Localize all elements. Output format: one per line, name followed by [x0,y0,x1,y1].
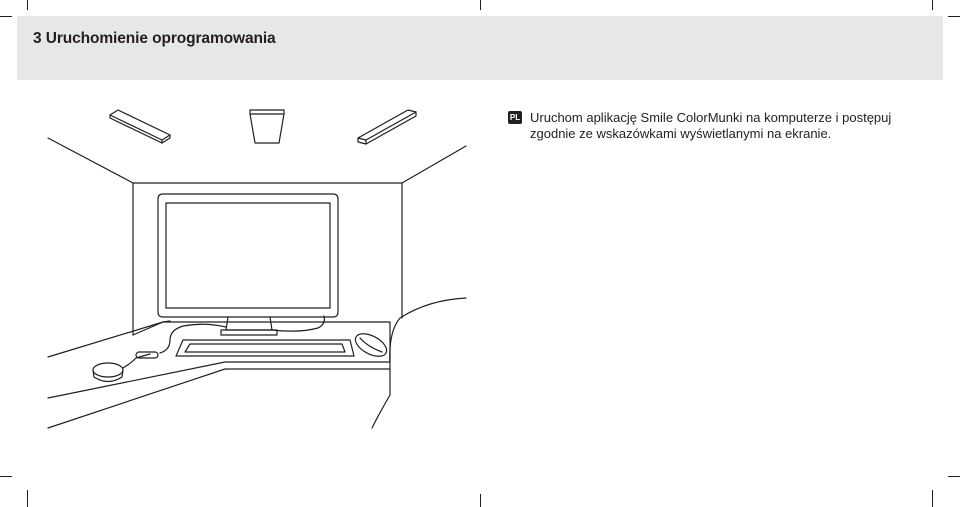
crop-mark [27,0,28,10]
ceiling-light-right [357,109,417,145]
ceiling-light-left [109,109,171,144]
room-walls [47,137,467,336]
section-header-bar [17,16,943,80]
crop-mark [0,16,12,17]
crop-mark [932,0,933,10]
monitor-cable [159,315,325,354]
crop-mark [0,476,12,477]
desk [47,320,391,429]
crop-mark [480,494,481,507]
section-title: 3 Uruchomienie oprogramowania [33,30,276,47]
crop-mark [932,490,933,507]
ceiling-light-center [249,109,285,144]
language-badge: PL [508,111,522,124]
crop-mark [948,476,960,477]
instruction-text: Uruchom aplikację Smile ColorMunki na ko… [530,110,892,142]
crop-mark [27,490,28,507]
instruction-line: zgodnie ze wskazówkami wyświetlanymi na … [530,126,832,141]
keyboard [175,339,355,357]
chair [371,297,467,429]
colorimeter-device [92,351,159,383]
crop-mark [480,0,481,10]
instruction-line: Uruchom aplikację Smile ColorMunki na ko… [530,110,892,125]
mouse [354,333,388,357]
crop-mark [948,16,960,17]
monitor [157,193,339,336]
